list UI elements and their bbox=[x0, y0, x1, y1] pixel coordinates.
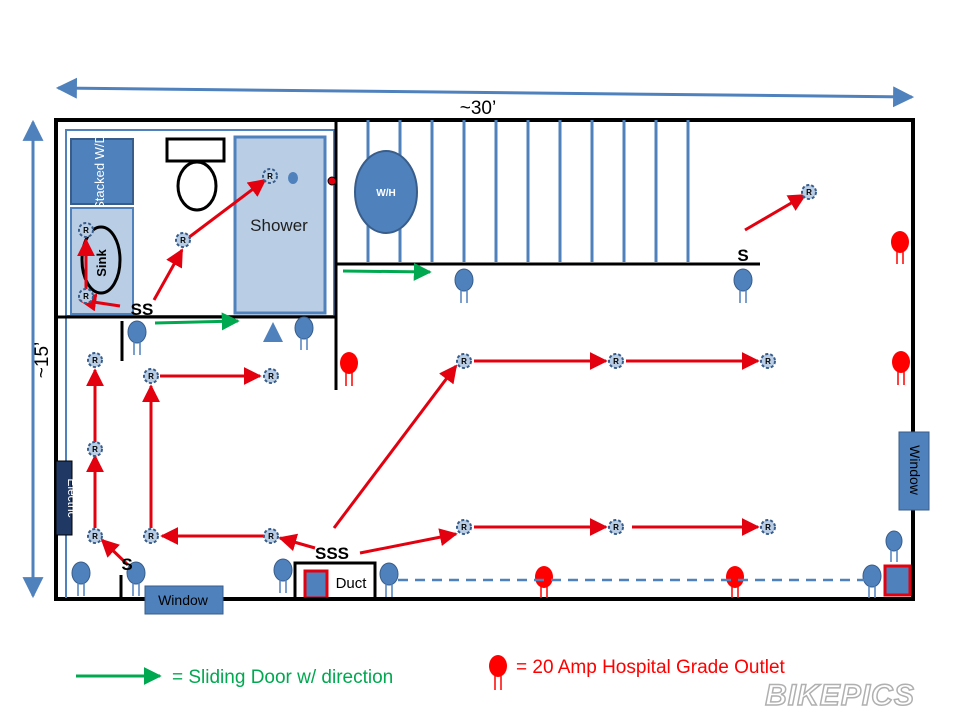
hospital-grade-outlet bbox=[891, 231, 909, 264]
svg-text:R: R bbox=[148, 372, 154, 381]
hospital-outlet-group bbox=[340, 231, 910, 598]
bikepics-watermark: BIKEPICS bbox=[765, 679, 915, 712]
standard-outlet bbox=[127, 320, 147, 355]
sliding-door-arrow-stairs bbox=[342, 262, 432, 281]
wiring bbox=[77, 178, 807, 567]
standard-outlet bbox=[885, 530, 903, 562]
svg-text:R: R bbox=[83, 226, 89, 235]
standard-outlet bbox=[379, 562, 399, 597]
recessed-light: R bbox=[175, 232, 191, 248]
sink bbox=[80, 225, 122, 295]
recessed-light: R bbox=[760, 353, 776, 369]
svg-text:R: R bbox=[92, 445, 98, 454]
floor-box-left bbox=[303, 569, 329, 600]
shower bbox=[233, 135, 327, 315]
electric-label: Electric bbox=[65, 478, 79, 517]
recessed-light: R bbox=[87, 528, 103, 544]
svg-text:R: R bbox=[613, 357, 619, 366]
svg-text:R: R bbox=[268, 372, 274, 381]
water-heater-label: W/H bbox=[376, 188, 395, 199]
svg-text:R: R bbox=[148, 532, 154, 541]
standard-outlet bbox=[294, 316, 314, 350]
recessed-light: R bbox=[608, 519, 624, 535]
water-heater bbox=[354, 150, 418, 234]
svg-text:R: R bbox=[267, 172, 273, 181]
recessed-light: R bbox=[262, 168, 278, 184]
svg-text:R: R bbox=[83, 292, 89, 301]
duct-box bbox=[293, 561, 377, 601]
window-right bbox=[898, 431, 930, 511]
switch-ss: SS bbox=[131, 300, 154, 319]
standard-outlet bbox=[126, 561, 146, 596]
recessed-light: R bbox=[78, 222, 94, 238]
recessed-light: R bbox=[87, 352, 103, 368]
recessed-light: R bbox=[143, 368, 159, 384]
switch-s-stairs: S bbox=[737, 246, 748, 265]
recessed-light: R bbox=[608, 353, 624, 369]
recessed-light-group: R R R R R R R R R R R R R R R R R R bbox=[78, 168, 817, 544]
recessed-light: R bbox=[456, 353, 472, 369]
standard-outlet bbox=[454, 268, 474, 303]
stacked-washer-dryer bbox=[70, 138, 134, 205]
hospital-grade-outlet bbox=[535, 566, 553, 598]
svg-text:R: R bbox=[92, 532, 98, 541]
width-dimension-arrow bbox=[55, 77, 915, 108]
standard-outlet bbox=[733, 268, 753, 303]
recessed-light: R bbox=[456, 519, 472, 535]
stacked-wd-label: Stacked W/D bbox=[92, 134, 107, 210]
standard-outlet bbox=[862, 564, 882, 598]
toilet-tank bbox=[165, 137, 226, 163]
window-right-label: Window bbox=[907, 445, 923, 496]
svg-text:R: R bbox=[461, 523, 467, 532]
svg-text:R: R bbox=[613, 523, 619, 532]
duct-label: Duct bbox=[336, 575, 368, 592]
standard-outlet bbox=[273, 558, 293, 593]
triangle-marker bbox=[263, 322, 283, 342]
recessed-light: R bbox=[143, 528, 159, 544]
recessed-light: R bbox=[263, 528, 279, 544]
sliding-door-arrow-bathroom bbox=[154, 312, 240, 331]
toilet-bowl bbox=[176, 160, 218, 212]
svg-text:R: R bbox=[461, 357, 467, 366]
shower-label: Shower bbox=[250, 216, 308, 235]
svg-text:R: R bbox=[806, 188, 812, 197]
electric-panel bbox=[55, 460, 73, 536]
outer-wall bbox=[54, 118, 915, 601]
legend-hospital-outlet-icon bbox=[489, 655, 507, 690]
wall-indicator-dot bbox=[327, 176, 337, 186]
svg-text:R: R bbox=[180, 236, 186, 245]
window-bottom bbox=[144, 585, 224, 615]
hospital-grade-outlet bbox=[726, 566, 744, 598]
window-bottom-label: Window bbox=[158, 592, 209, 608]
switch-sss: SSS bbox=[315, 544, 349, 563]
sink-label: Sink bbox=[94, 249, 109, 277]
svg-text:R: R bbox=[765, 523, 771, 532]
height-dimension-label: ~15’ bbox=[32, 342, 53, 378]
standard-outlet bbox=[71, 561, 91, 596]
legend-hospital-outlet-text: = 20 Amp Hospital Grade Outlet bbox=[516, 657, 786, 678]
switch-s-corner: S bbox=[121, 555, 132, 574]
width-dimension-label: ~30’ bbox=[460, 98, 496, 119]
svg-text:R: R bbox=[92, 356, 98, 365]
floor-box-right bbox=[883, 564, 912, 597]
recessed-light: R bbox=[801, 184, 817, 200]
legend-sliding-door-text: = Sliding Door w/ direction bbox=[172, 667, 393, 688]
hospital-grade-outlet bbox=[340, 352, 358, 386]
recessed-light: R bbox=[87, 441, 103, 457]
standard-outlet-group bbox=[71, 268, 903, 598]
shower-drain bbox=[288, 172, 298, 184]
recessed-light: R bbox=[760, 519, 776, 535]
recessed-light: R bbox=[78, 288, 94, 304]
svg-text:R: R bbox=[765, 357, 771, 366]
svg-text:R: R bbox=[268, 532, 274, 541]
recessed-light: R bbox=[263, 368, 279, 384]
hospital-grade-outlet bbox=[892, 351, 910, 385]
